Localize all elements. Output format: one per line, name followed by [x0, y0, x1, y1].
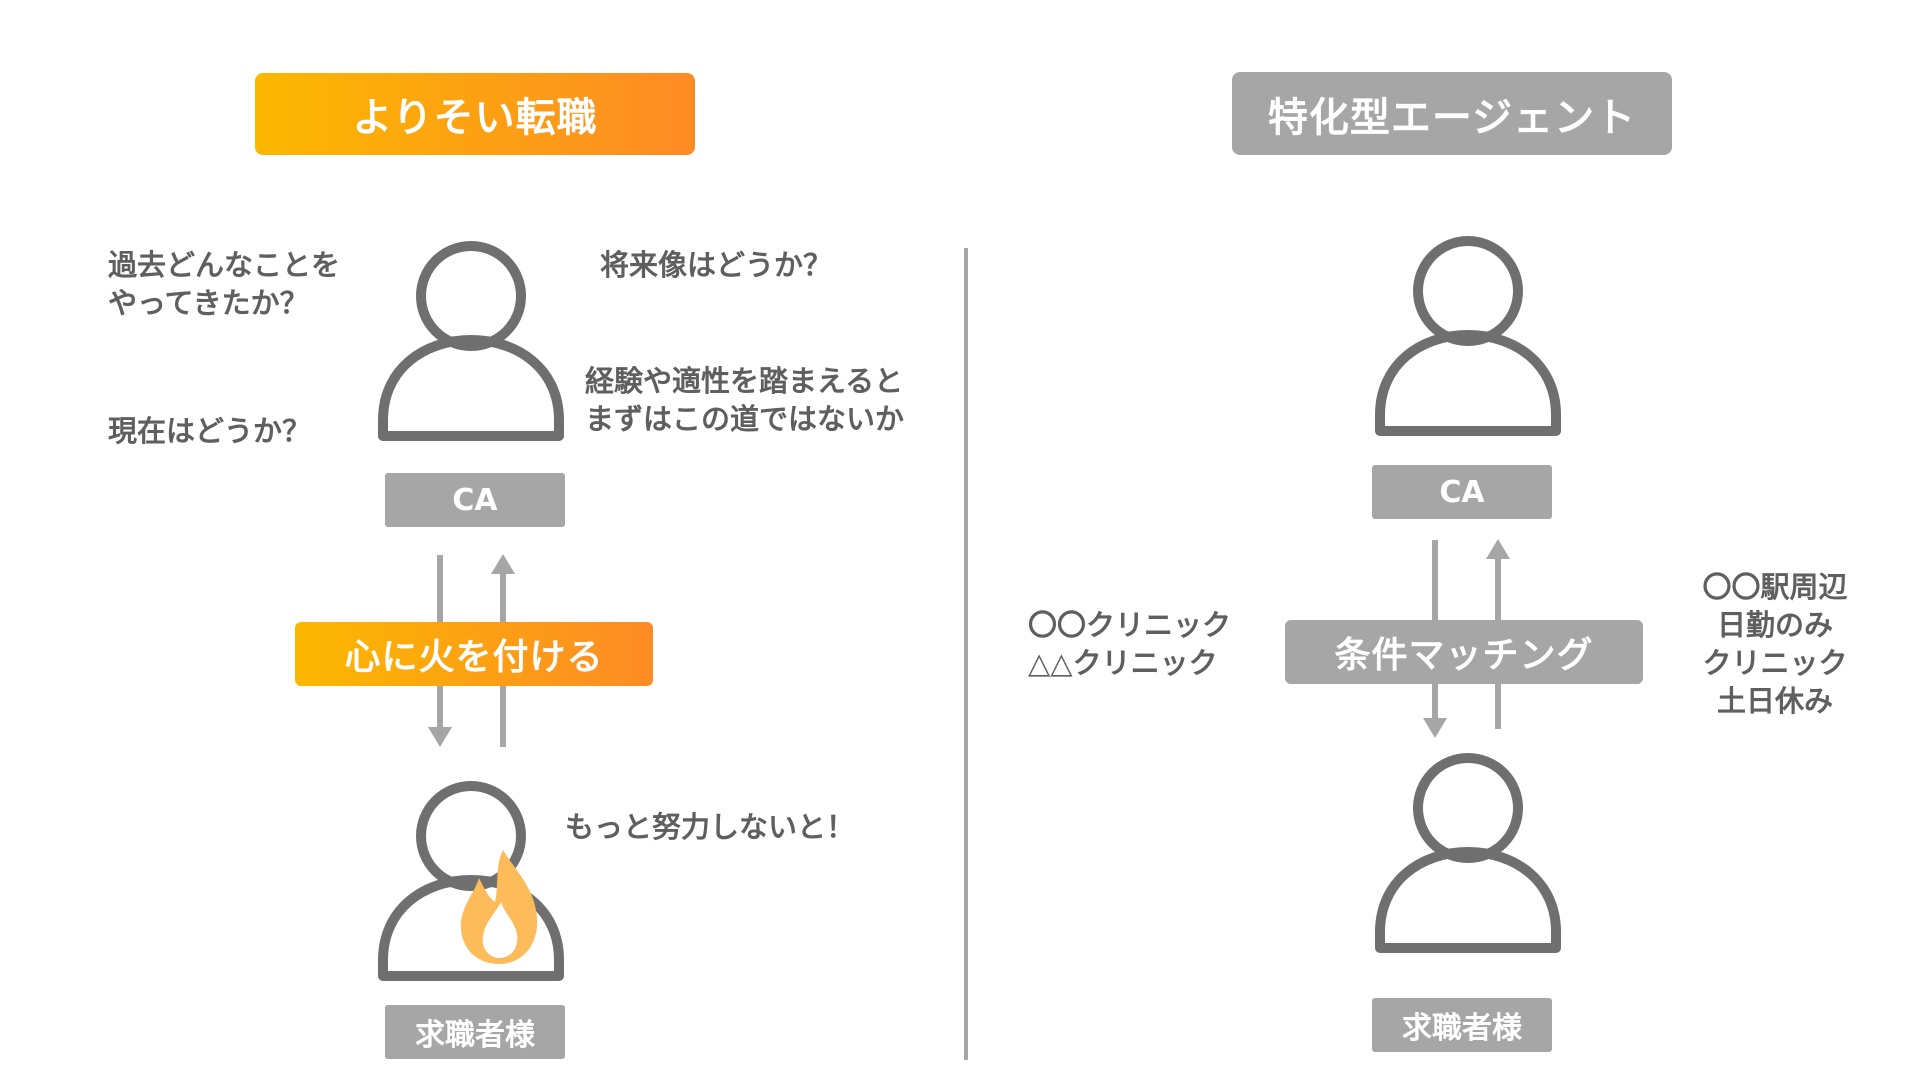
left-ca-label-text: CA — [452, 482, 498, 518]
left-header: よりそい転職 — [255, 73, 695, 155]
right-ca-label: CA — [1372, 465, 1552, 519]
right-ca-label-text: CA — [1439, 474, 1485, 510]
right-clinics: 〇〇クリニック △△クリニック — [1028, 608, 1232, 680]
left-seeker-label: 求職者様 — [385, 1005, 565, 1059]
left-header-text: よりそい転職 — [352, 95, 598, 141]
left-middle-label: 心に火を付ける — [295, 622, 653, 686]
flame-icon — [460, 850, 538, 964]
right-header-text: 特化型エージェント — [1267, 94, 1637, 141]
left-question-future: 将来像はどうか？ — [600, 248, 833, 282]
right-seeker-label-text: 求職者様 — [1402, 1011, 1522, 1046]
left-seeker-voice: もっと努力しないと！ — [565, 810, 856, 844]
right-conditions: 〇〇駅周辺 日勤のみ クリニック 土日休み — [1702, 570, 1848, 718]
person-icon — [1375, 236, 1561, 436]
right-middle-label: 条件マッチング — [1285, 620, 1643, 684]
person-icon — [1375, 753, 1561, 953]
person-icon — [378, 781, 564, 981]
right-header: 特化型エージェント — [1232, 72, 1672, 155]
left-ca-label: CA — [385, 473, 565, 527]
center-divider — [964, 248, 968, 1060]
left-suggestion: 経験や適性を踏まえると まずはこの道ではないか — [585, 364, 905, 436]
left-seeker-label-text: 求職者様 — [415, 1018, 535, 1053]
right-seeker-label: 求職者様 — [1372, 998, 1552, 1052]
left-middle-label-text: 心に火を付ける — [344, 637, 604, 678]
person-icon — [378, 241, 564, 441]
right-middle-label-text: 条件マッチング — [1334, 635, 1594, 676]
left-question-past: 過去どんなことを やってきたか？ — [108, 248, 341, 320]
left-question-present: 現在はどうか？ — [108, 414, 312, 448]
